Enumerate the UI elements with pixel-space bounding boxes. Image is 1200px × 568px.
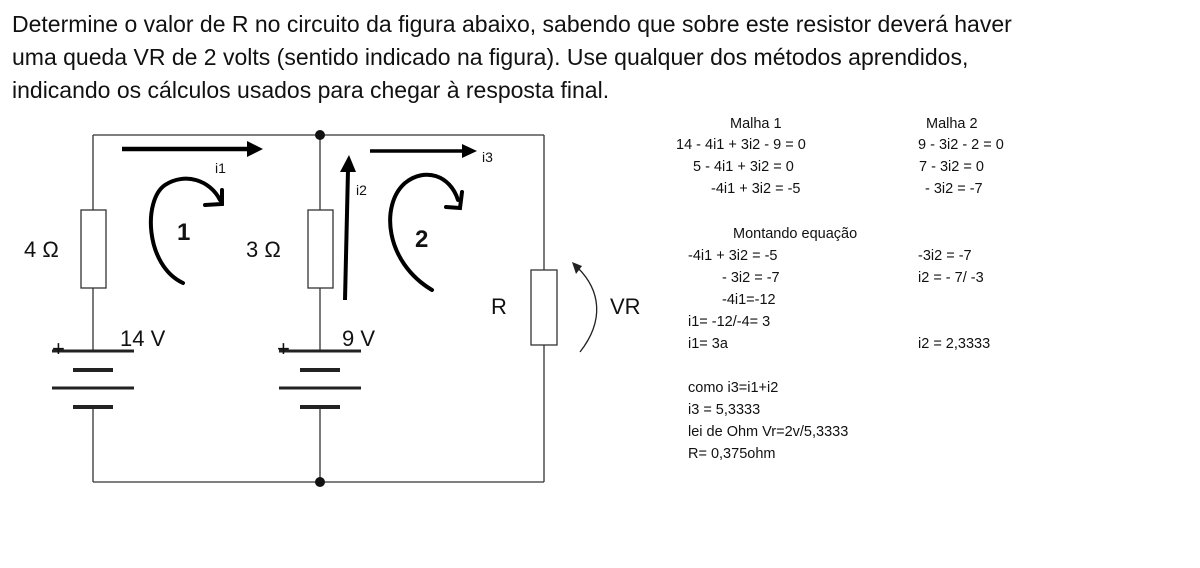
resistor-r-label: R bbox=[491, 294, 507, 319]
battery-14v bbox=[52, 349, 134, 409]
mesh-1-loop-arrow bbox=[148, 176, 224, 285]
vr-label: VR bbox=[610, 294, 641, 319]
mesh-1-label: 1 bbox=[177, 219, 190, 246]
junction-top bbox=[315, 130, 325, 140]
resistor-3ohm bbox=[307, 209, 334, 289]
battery-9v bbox=[279, 349, 361, 409]
resistor-4ohm-label: 4 Ω bbox=[24, 237, 59, 262]
current-arrow-i1 bbox=[122, 141, 263, 157]
current-arrow-i2 bbox=[340, 155, 356, 301]
battery-9v-plus: + bbox=[277, 336, 290, 361]
circuit-wires bbox=[92, 134, 545, 483]
junction-bottom bbox=[315, 477, 325, 487]
question-text: Determine o valor de R no circuito da fi… bbox=[12, 8, 1192, 107]
current-i1-label: i1 bbox=[215, 160, 226, 176]
question-line-2: uma queda VR de 2 volts (sentido indicad… bbox=[12, 44, 969, 70]
vr-voltage-arrow bbox=[572, 262, 598, 353]
question-line-1: Determine o valor de R no circuito da fi… bbox=[12, 11, 1012, 37]
resistor-4ohm bbox=[80, 209, 107, 289]
battery-14v-plus: + bbox=[52, 336, 65, 361]
mesh-2-loop-arrow bbox=[388, 172, 464, 292]
mesh-2-label: 2 bbox=[415, 226, 428, 253]
current-i2-label: i2 bbox=[356, 182, 367, 198]
current-i3-label: i3 bbox=[482, 149, 493, 165]
battery-9v-label: 9 V bbox=[342, 326, 375, 351]
battery-14v-label: 14 V bbox=[120, 326, 166, 351]
current-arrow-i3 bbox=[370, 144, 477, 158]
resistor-r bbox=[530, 269, 558, 346]
question-line-3: indicando os cálculos usados para chegar… bbox=[12, 77, 610, 103]
resistor-3ohm-label: 3 Ω bbox=[246, 237, 281, 262]
